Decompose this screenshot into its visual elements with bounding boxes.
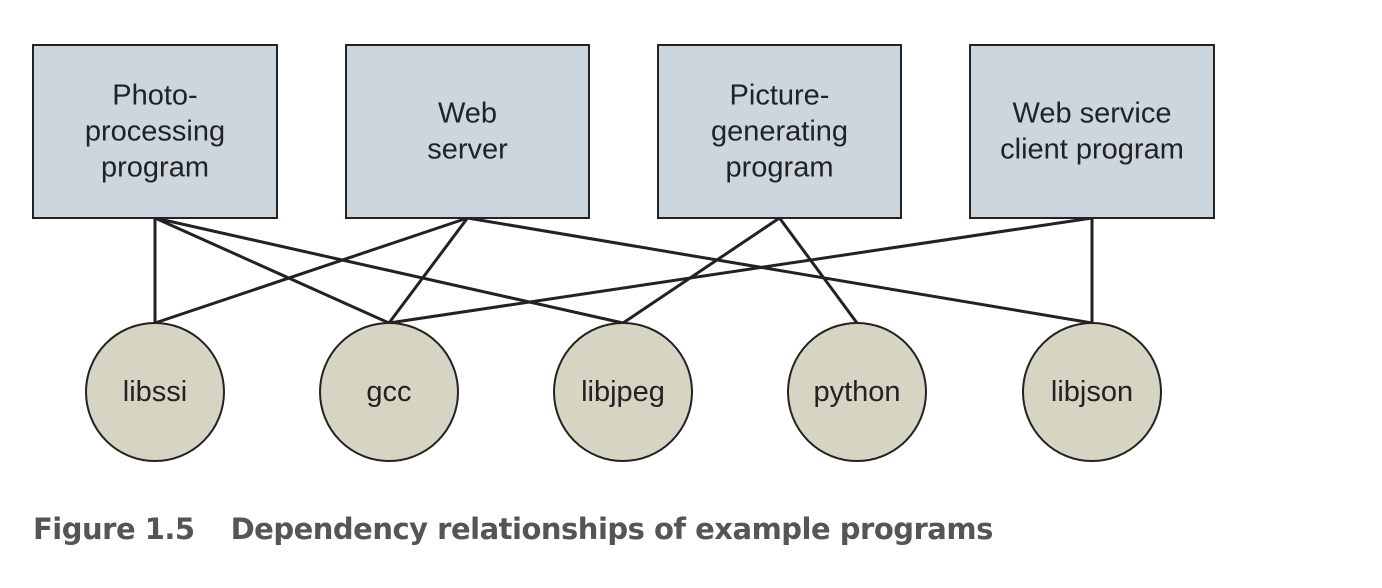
program-label-line: program bbox=[101, 152, 209, 184]
program-node-picture: Picture-generating program bbox=[657, 44, 902, 219]
library-circles: libssi gcc libjpeg python libjson bbox=[85, 322, 1162, 462]
library-circle-python bbox=[787, 322, 927, 462]
program-box-picture bbox=[657, 44, 902, 219]
library-circle-gcc bbox=[319, 322, 459, 462]
program-box-web bbox=[345, 44, 590, 219]
figure-caption-text: Dependency relationships of example prog… bbox=[230, 512, 994, 546]
library-label: libjson bbox=[1051, 376, 1133, 408]
dependency-line-web-libssi bbox=[154, 216, 468, 325]
library-node-gcc: gcc bbox=[319, 322, 459, 462]
dependency-line-web-gcc bbox=[387, 217, 469, 324]
program-label-line: Photo- bbox=[112, 80, 197, 112]
program-label-line: server bbox=[427, 134, 508, 166]
program-node-client: Web service client program bbox=[969, 44, 1215, 219]
program-node-web: Web server bbox=[345, 44, 590, 219]
library-node-python: python bbox=[787, 322, 927, 462]
library-circle-libssi bbox=[85, 322, 225, 462]
library-node-libjson: libjson bbox=[1022, 322, 1162, 462]
program-label-line: program bbox=[726, 152, 834, 184]
program-label-line: generating bbox=[711, 116, 848, 148]
dependency-line-web-libjson bbox=[467, 216, 1093, 325]
dependency-line-photo-gcc bbox=[154, 216, 390, 325]
program-boxes: Photo-processing program Web server Picture-… bbox=[32, 44, 1215, 219]
dependency-line-photo-libjpeg bbox=[154, 216, 624, 325]
figure-number: Figure 1.5 bbox=[33, 512, 195, 546]
program-node-photo: Photo-processing program bbox=[32, 44, 278, 219]
program-label-line: client program bbox=[1000, 134, 1184, 166]
library-label: libjpeg bbox=[581, 376, 665, 408]
library-label: gcc bbox=[366, 376, 411, 408]
program-label-line: processing bbox=[85, 116, 225, 148]
dependency-lines bbox=[153, 216, 1094, 325]
program-label-line: Web service bbox=[1012, 98, 1171, 130]
program-label-line: Picture- bbox=[730, 80, 830, 112]
library-node-libjpeg: libjpeg bbox=[553, 322, 693, 462]
dependency-line-picture-python bbox=[778, 217, 859, 324]
library-label: libssi bbox=[123, 376, 187, 408]
dependency-line-client-gcc bbox=[388, 216, 1093, 325]
library-circle-libjson bbox=[1022, 322, 1162, 462]
program-label-line: Web bbox=[438, 98, 497, 130]
program-box-photo bbox=[32, 44, 278, 219]
program-box-client bbox=[969, 44, 1215, 219]
figure-caption: Figure 1.5 Dependency relationships of ex… bbox=[33, 512, 993, 546]
library-circle-libjpeg bbox=[553, 322, 693, 462]
dependency-line-picture-libjpeg bbox=[622, 216, 781, 325]
library-node-libssi: libssi bbox=[85, 322, 225, 462]
library-label: python bbox=[813, 376, 900, 408]
